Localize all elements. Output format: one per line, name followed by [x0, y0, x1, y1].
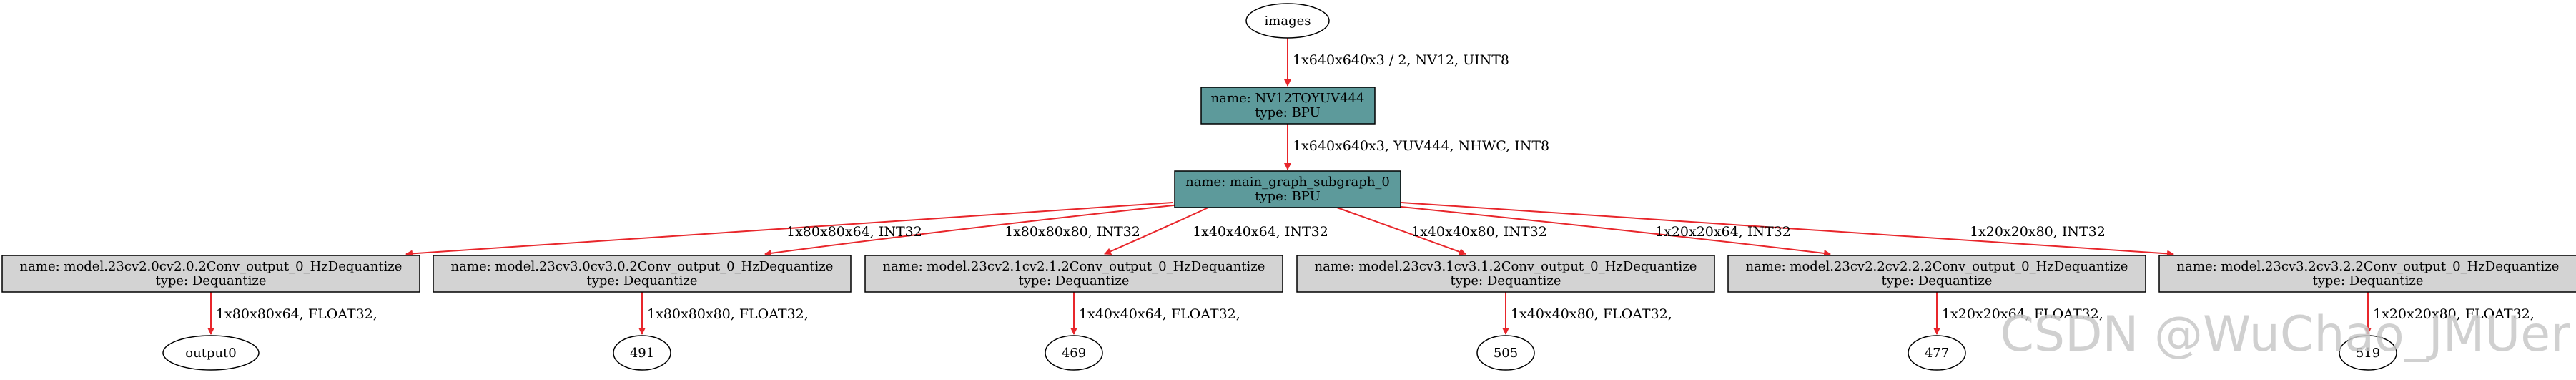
- edge-label-main-to-dequant-1: 1x80x80x80, INT32: [1005, 224, 1140, 240]
- edge-label-main-to-dequant-4: 1x20x20x64, INT32: [1655, 224, 1791, 240]
- node-output-0-label: output0: [185, 346, 236, 361]
- node-nv12-name: name: NV12TOYUV444: [1211, 91, 1365, 106]
- node-dequant-2-name: name: model.23cv2.1cv2.1.2Conv_output_0_…: [883, 259, 1265, 274]
- node-output-2[interactable]: 469: [1045, 335, 1103, 371]
- node-dequant-1[interactable]: name: model.23cv3.0cv3.0.2Conv_output_0_…: [433, 255, 852, 293]
- edge-main-to-dequant-5: [1401, 202, 2174, 258]
- node-output-4-label: 477: [1925, 346, 1949, 361]
- node-images-label: images: [1265, 14, 1311, 29]
- edge-label-main-to-dequant-2: 1x40x40x64, INT32: [1193, 224, 1328, 240]
- node-output-3-label: 505: [1494, 346, 1518, 361]
- node-output-1[interactable]: 491: [613, 335, 671, 371]
- node-dequant-4-type: type: Dequantize: [1881, 273, 1992, 288]
- node-images[interactable]: images: [1245, 3, 1330, 39]
- node-dequant-5-type: type: Dequantize: [2312, 273, 2423, 288]
- edge-label-nv12-to-main: 1x640x640x3, YUV444, NHWC, INT8: [1293, 138, 1549, 154]
- edge-main-to-dequant-4: [1379, 204, 1831, 257]
- node-dequant-0-name: name: model.23cv2.0cv2.0.2Conv_output_0_…: [20, 259, 403, 274]
- node-dequant-3-type: type: Dequantize: [1450, 273, 1561, 288]
- edge-label-dequant-5-to-output: 1x20x20x80, FLOAT32,: [2373, 306, 2535, 322]
- node-dequant-1-name: name: model.23cv3.0cv3.0.2Conv_output_0_…: [451, 259, 834, 274]
- node-dequant-4-name: name: model.23cv2.2cv2.2.2Conv_output_0_…: [1746, 259, 2128, 274]
- node-dequant-0[interactable]: name: model.23cv2.0cv2.0.2Conv_output_0_…: [1, 255, 420, 293]
- edge-label-dequant-0-to-output: 1x80x80x64, FLOAT32,: [216, 306, 377, 322]
- node-dequant-5[interactable]: name: model.23cv3.2cv3.2.2Conv_output_0_…: [2158, 255, 2576, 293]
- node-dequant-2-type: type: Dequantize: [1018, 273, 1129, 288]
- node-output-3[interactable]: 505: [1476, 335, 1535, 371]
- node-output-0[interactable]: output0: [162, 335, 260, 371]
- node-main-type: type: BPU: [1255, 189, 1321, 204]
- node-dequant-1-type: type: Dequantize: [586, 273, 697, 288]
- node-output-5[interactable]: 519: [2339, 335, 2397, 371]
- node-output-2-label: 469: [1062, 346, 1086, 361]
- node-output-1-label: 491: [630, 346, 654, 361]
- edge-label-dequant-1-to-output: 1x80x80x80, FLOAT32,: [647, 306, 809, 322]
- node-dequant-3[interactable]: name: model.23cv3.1cv3.1.2Conv_output_0_…: [1296, 255, 1715, 293]
- edge-label-main-to-dequant-0: 1x80x80x64, INT32: [786, 224, 922, 240]
- watermark-text: CSDN @WuChao_JMUer: [2000, 306, 2570, 363]
- node-main-graph-subgraph[interactable]: name: main_graph_subgraph_0 type: BPU: [1174, 170, 1401, 208]
- edge-label-main-to-dequant-5: 1x20x20x80, INT32: [1970, 224, 2106, 240]
- edge-label-images-to-nv12: 1x640x640x3 / 2, NV12, UINT8: [1293, 52, 1509, 68]
- edge-label-dequant-4-to-output: 1x20x20x64, FLOAT32,: [1942, 306, 2103, 322]
- edge-label-dequant-3-to-output: 1x40x40x80, FLOAT32,: [1511, 306, 1672, 322]
- node-output-4[interactable]: 477: [1908, 335, 1966, 371]
- edge-label-dequant-2-to-output: 1x40x40x64, FLOAT32,: [1079, 306, 1240, 322]
- edge-label-main-to-dequant-3: 1x40x40x80, INT32: [1411, 224, 1547, 240]
- node-dequant-2[interactable]: name: model.23cv2.1cv2.1.2Conv_output_0_…: [864, 255, 1283, 293]
- edge-main-to-dequant-0: [405, 202, 1173, 258]
- edge-main-to-dequant-1: [764, 204, 1180, 257]
- node-dequant-0-type: type: Dequantize: [155, 273, 266, 288]
- node-nv12toyuv444[interactable]: name: NV12TOYUV444 type: BPU: [1200, 87, 1376, 125]
- edge-main-to-dequant-2: [1104, 207, 1209, 255]
- node-main-name: name: main_graph_subgraph_0: [1185, 175, 1390, 190]
- edge-main-to-dequant-3: [1336, 207, 1466, 255]
- node-output-5-label: 519: [2356, 346, 2380, 361]
- node-nv12-type: type: BPU: [1255, 105, 1321, 120]
- node-dequant-3-name: name: model.23cv3.1cv3.1.2Conv_output_0_…: [1315, 259, 1697, 274]
- node-dequant-5-name: name: model.23cv3.2cv3.2.2Conv_output_0_…: [2177, 259, 2560, 274]
- node-dequant-4[interactable]: name: model.23cv2.2cv2.2.2Conv_output_0_…: [1727, 255, 2146, 293]
